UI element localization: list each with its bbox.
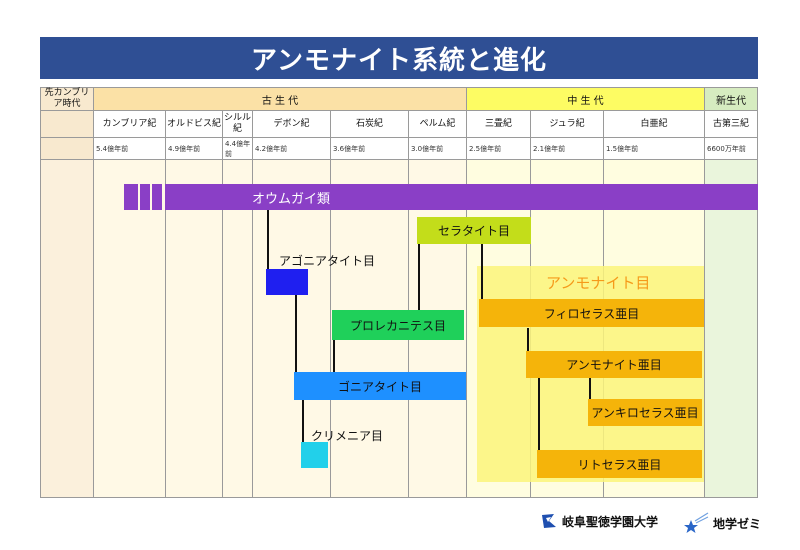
era-precambrian: 先カンブリア時代 xyxy=(40,87,94,111)
column-ordovician xyxy=(166,160,223,498)
period-cambrian: カンブリア紀 xyxy=(94,111,166,138)
university-logo: 岐阜聖徳学園大学 xyxy=(540,512,658,530)
lab-name: 地学ゼミ xyxy=(713,516,762,531)
nautiloid-bar: オウムガイ類 xyxy=(165,184,758,210)
age-carboniferous: 3.6億年前 xyxy=(331,138,409,160)
age-triassic: 2.5億年前 xyxy=(467,138,531,160)
age-devonian: 4.2億年前 xyxy=(253,138,331,160)
clymenia-label: クリメニア目 xyxy=(311,429,384,443)
lab-logo: 地学ゼミ xyxy=(683,512,761,534)
era-cenozoic: 新生代 xyxy=(705,87,758,111)
age-cell-precambrian xyxy=(40,138,94,160)
ammonite-order-label: アンモナイト目 xyxy=(546,274,651,292)
lineage-line xyxy=(295,295,297,373)
nautiloid-bar-segment xyxy=(140,184,150,210)
nautiloid-bar-segment xyxy=(124,184,138,210)
age-permian: 3.0億年前 xyxy=(409,138,467,160)
lineage-line xyxy=(538,378,540,450)
lineage-line xyxy=(302,400,304,442)
period-permian: ペルム紀 xyxy=(409,111,467,138)
age-cretaceous: 1.5億年前 xyxy=(604,138,705,160)
period-devonian: デボン紀 xyxy=(253,111,331,138)
age-jurassic: 2.1億年前 xyxy=(531,138,604,160)
period-carboniferous: 石炭紀 xyxy=(331,111,409,138)
period-triassic: 三畳紀 xyxy=(467,111,531,138)
lineage-line xyxy=(267,210,269,270)
university-name: 岐阜聖徳学園大学 xyxy=(562,514,659,529)
ancyloceras-bar: アンキロセラス亜目 xyxy=(588,399,702,426)
era-paleozoic: 古 生 代 xyxy=(94,87,467,111)
phylloceras-bar: フィロセラス亜目 xyxy=(479,299,704,327)
age-paleogene: 6600万年前 xyxy=(705,138,758,160)
lineage-line xyxy=(333,340,335,373)
shooting-star-icon xyxy=(684,512,709,533)
period-paleogene: 古第三紀 xyxy=(705,111,758,138)
period-jurassic: ジュラ紀 xyxy=(531,111,604,138)
period-silurian: シルル紀 xyxy=(223,111,253,138)
column-precambrian xyxy=(40,160,94,498)
age-ordovician: 4.9億年前 xyxy=(166,138,223,160)
page-title: アンモナイト系統と進化 xyxy=(40,37,758,79)
lineage-line xyxy=(418,244,420,310)
lineage-line xyxy=(589,378,591,400)
university-emblem-icon xyxy=(542,514,556,528)
goniatite-bar: ゴニアタイト目 xyxy=(294,372,466,400)
clymenia-bar xyxy=(301,442,328,468)
nautiloid-bar-segment xyxy=(152,184,162,210)
column-cambrian xyxy=(94,160,166,498)
prolecanites-bar: プロレカニテス目 xyxy=(332,310,464,340)
column-paleogene xyxy=(705,160,758,498)
column-devonian xyxy=(253,160,331,498)
period-cell-precambrian xyxy=(40,111,94,138)
ammonite-suborder-bar: アンモナイト亜目 xyxy=(526,351,702,378)
period-cretaceous: 白亜紀 xyxy=(604,111,705,138)
column-silurian xyxy=(223,160,253,498)
lytoceras-bar: リトセラス亜目 xyxy=(537,450,702,478)
age-cambrian: 5.4億年前 xyxy=(94,138,166,160)
era-mesozoic: 中 生 代 xyxy=(467,87,705,111)
agoniatite-label: アゴニアタイト目 xyxy=(279,254,376,268)
lineage-line xyxy=(481,244,483,300)
agoniatite-bar xyxy=(266,269,308,295)
period-ordovician: オルドビス紀 xyxy=(166,111,223,138)
ceratite-bar: セラタイト目 xyxy=(417,217,531,244)
lineage-line xyxy=(527,328,529,352)
age-silurian: 4.4億年前 xyxy=(223,138,253,160)
